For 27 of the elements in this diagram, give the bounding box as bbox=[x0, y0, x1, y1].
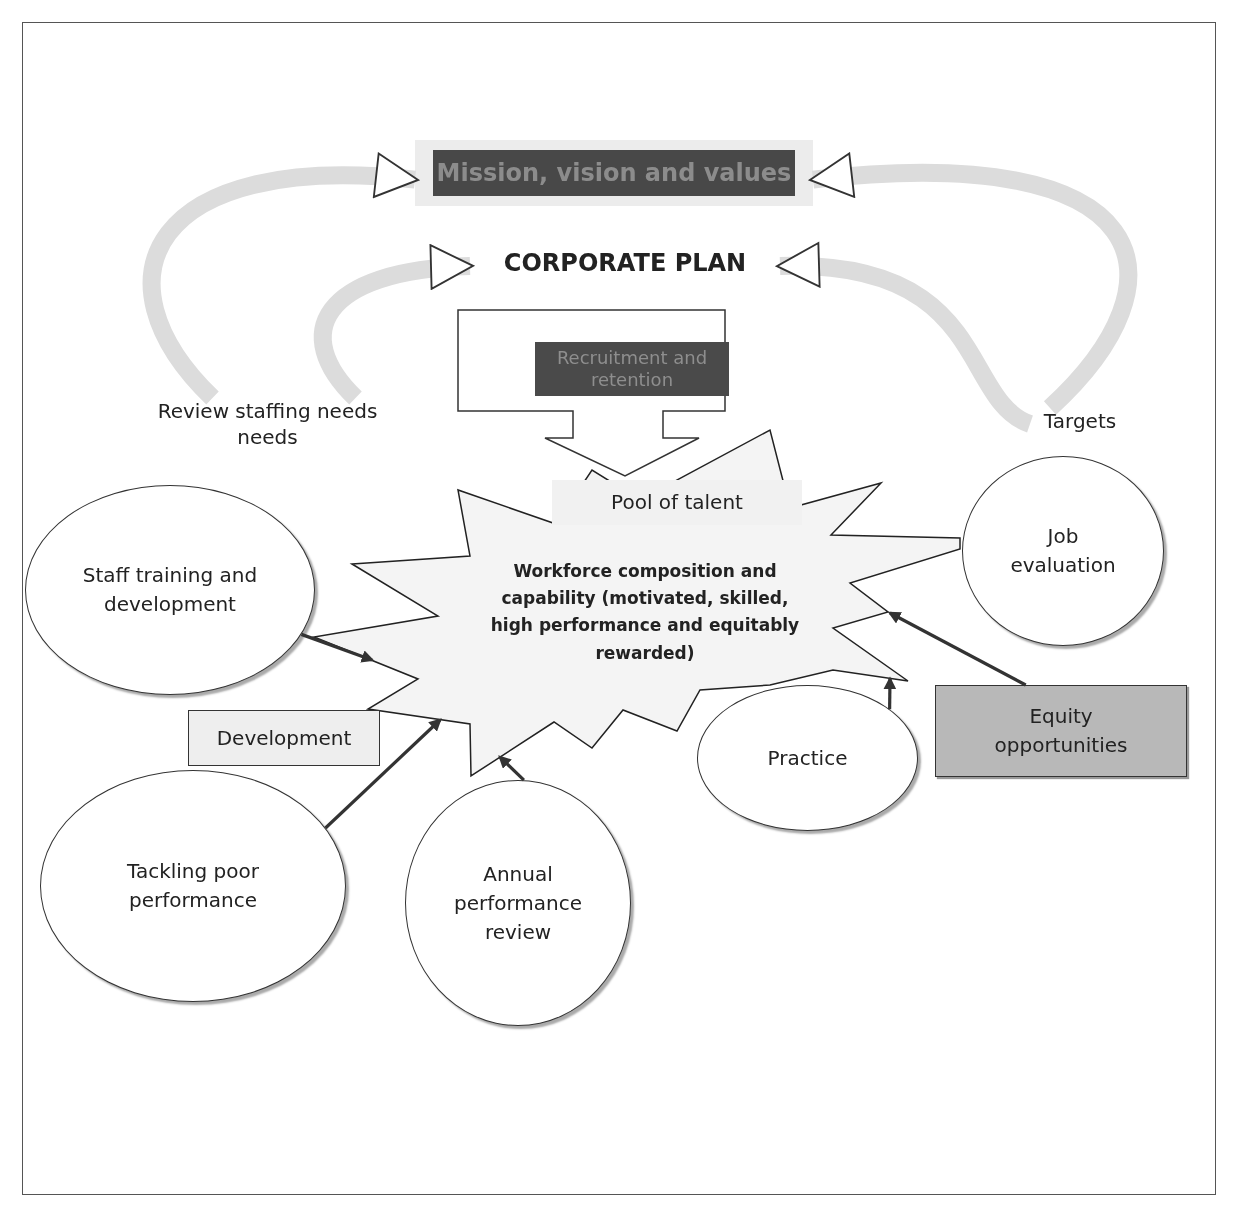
down-block-arrow bbox=[455, 308, 730, 478]
banner-label: Mission, vision and values bbox=[436, 157, 792, 189]
node-label: Annual performance review bbox=[452, 860, 584, 946]
node-label: Practice bbox=[767, 744, 848, 772]
arrow bbox=[324, 718, 442, 830]
arrow bbox=[883, 676, 897, 710]
curved-ribbon-arrow bbox=[313, 245, 475, 405]
rectangle-node bbox=[935, 685, 1187, 777]
node-label: Recruitment and retention bbox=[555, 346, 709, 392]
text-label: Targets bbox=[1030, 408, 1130, 440]
rectangle-node bbox=[188, 710, 380, 766]
arrow bbox=[887, 611, 1027, 687]
node-label: Pool of talent bbox=[611, 489, 743, 516]
node-description: Workforce composition and capability (motivated, skilled, high performance and equitably rewarded) bbox=[489, 560, 801, 665]
node-label: Equity opportunities bbox=[993, 703, 1129, 759]
node-label: Job evaluation bbox=[1009, 523, 1117, 579]
node-label: Tackling poor performance bbox=[126, 858, 260, 914]
heading: CORPORATE PLAN bbox=[470, 248, 780, 284]
text-label: Review staffing needs needs bbox=[130, 398, 405, 462]
curved-ribbon-arrow bbox=[808, 153, 1137, 415]
banner-background bbox=[415, 140, 813, 206]
node-label: Development bbox=[216, 724, 352, 752]
node-label: Staff training and development bbox=[81, 562, 259, 618]
curved-ribbon-arrow bbox=[775, 244, 1035, 432]
curved-ribbon-arrow bbox=[142, 154, 420, 405]
arrow bbox=[498, 755, 526, 782]
arrow bbox=[300, 632, 375, 663]
